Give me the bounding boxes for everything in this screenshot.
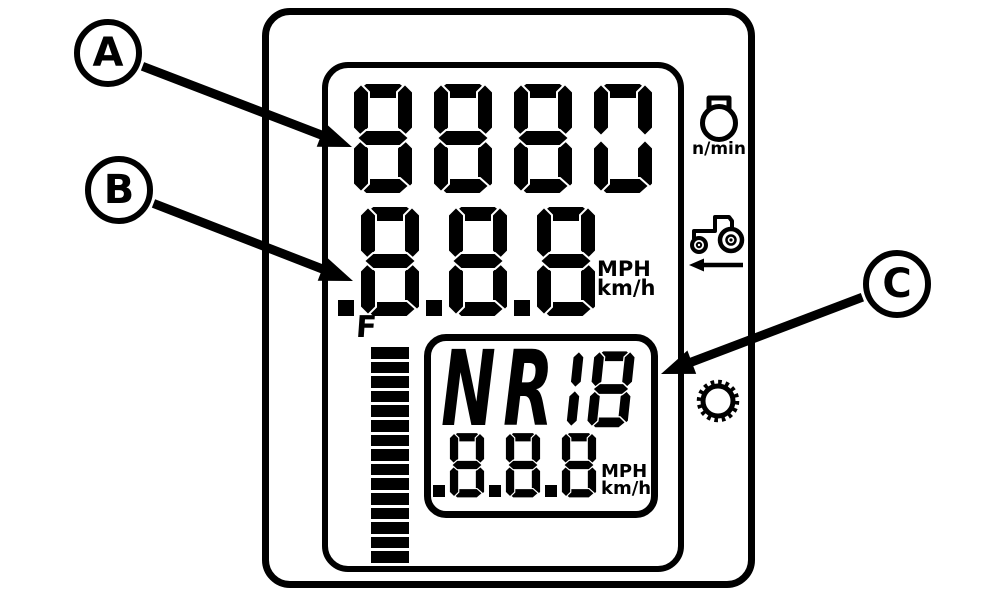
- decimal-point-segment: [489, 485, 501, 497]
- unit-mph: MPH: [601, 461, 648, 482]
- decimal-point-segment: [514, 300, 530, 316]
- seven-segment-digit: [565, 350, 585, 428]
- callout-a: A: [74, 19, 142, 87]
- seven-segment-digit: [353, 82, 413, 194]
- seven-segment-digit: [433, 82, 493, 194]
- lcd-screen: [322, 62, 684, 572]
- decimal-point-segment: [338, 300, 354, 316]
- fuel-gauge-bars: [371, 347, 409, 566]
- fuel-gauge-segment: [371, 419, 409, 432]
- decimal-point-segment: [426, 300, 442, 316]
- fuel-gauge-segment: [371, 492, 409, 505]
- seven-segment-digit: [449, 432, 485, 498]
- fuel-gauge-segment: [371, 434, 409, 447]
- unit-mph: MPH: [597, 257, 651, 281]
- fuel-gauge-segment: [371, 449, 409, 461]
- callout-b: B: [85, 156, 153, 224]
- fuel-gauge-segment: [371, 478, 409, 490]
- seven-segment-digit: [536, 205, 596, 317]
- info-box-speed-units: MPH km/h: [601, 461, 652, 499]
- decimal-point-segment: [433, 485, 445, 497]
- fuel-gauge-segment: [371, 507, 409, 520]
- fuel-full-label: F: [354, 310, 378, 345]
- info-box-speed-readout: [433, 432, 597, 498]
- fuel-gauge-segment: [371, 463, 409, 476]
- fuel-gauge-segment: [371, 376, 409, 388]
- fuel-gauge-segment: [371, 405, 409, 417]
- seven-segment-digit: [593, 82, 653, 194]
- fuel-gauge-segment: [371, 390, 409, 403]
- fuel-gauge-segment: [371, 536, 409, 549]
- seven-segment-digit: [448, 205, 508, 317]
- decimal-point-segment: [545, 485, 557, 497]
- callout-b-label: B: [103, 167, 135, 213]
- fuel-gauge-segment: [371, 522, 409, 534]
- reverse-direction-arrow-icon: [689, 258, 743, 272]
- lcd-letter: R: [503, 328, 554, 450]
- engine-rpm-readout: [353, 82, 653, 194]
- ground-speed-readout: [338, 205, 596, 317]
- seven-segment-digit: [513, 82, 573, 194]
- seven-segment-digit: [586, 350, 636, 428]
- seven-segment-digit: [360, 205, 420, 317]
- callout-c: C: [863, 250, 931, 318]
- callout-c-label: C: [882, 261, 912, 307]
- fuel-gauge-segment: [371, 361, 409, 374]
- speed-units: MPH km/h: [597, 257, 656, 300]
- unit-kmh: km/h: [601, 478, 652, 499]
- engine-rpm-unit-label: n/min: [692, 139, 746, 159]
- tractor-icon: [690, 215, 745, 254]
- unit-kmh: km/h: [597, 276, 656, 300]
- fuel-gauge-segment: [371, 551, 409, 563]
- seven-segment-digit: [561, 432, 597, 498]
- gear-icon: [696, 379, 740, 423]
- engine-rpm-gauge-icon: [700, 95, 738, 142]
- lcd-letter: N: [441, 328, 496, 450]
- seven-segment-digit: [505, 432, 541, 498]
- fuel-gauge-segment: [371, 347, 409, 359]
- callout-a-label: A: [92, 30, 124, 76]
